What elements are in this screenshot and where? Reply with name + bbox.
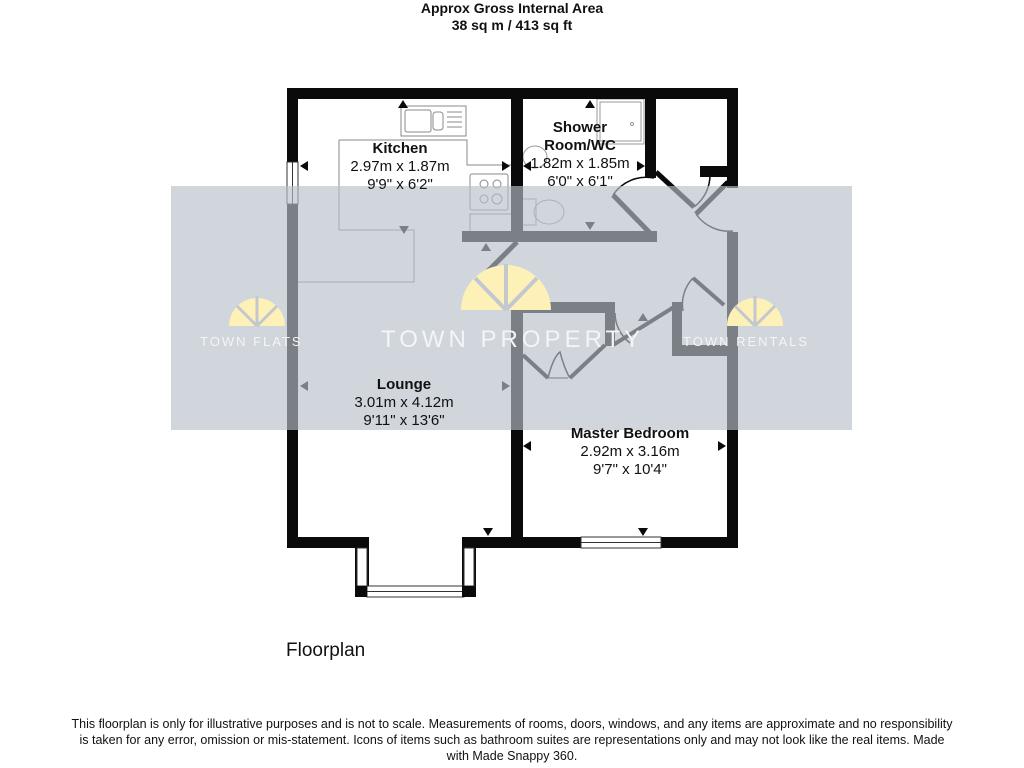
header-title: Approx Gross Internal Area <box>420 0 604 16</box>
area-header: Approx Gross Internal Area 38 sq m / 413… <box>0 0 1024 34</box>
sink-icon <box>400 105 467 137</box>
room-label-kitchen: Kitchen 2.97m x 1.87m 9'9" x 6'2" <box>350 140 450 193</box>
sunrise-logo-icon <box>727 296 783 328</box>
room-label-lounge: Lounge 3.01m x 4.12m 9'11" x 13'6" <box>354 376 454 429</box>
disclaimer-text: This floorplan is only for illustrative … <box>71 717 953 763</box>
shower-tray-icon <box>596 98 645 145</box>
watermark-town-property: TOWN PROPERTY <box>381 326 645 353</box>
header-area: 38 sq m / 413 sq ft <box>451 17 573 33</box>
room-label-master-bedroom: Master Bedroom 2.92m x 3.16m 9'7" x 10'4… <box>570 425 690 478</box>
watermark-town-rentals: TOWN RENTALS <box>683 334 810 349</box>
floorplan-caption: Floorplan <box>286 640 366 661</box>
watermark-banner: TOWN FLATS TOWN PROPERTY TOWN RENTALS <box>171 186 852 430</box>
room-label-shower-room: Shower Room/WC 1.82m x 1.85m 6'0" x 6'1" <box>530 119 630 190</box>
watermark-town-flats: TOWN FLATS <box>200 334 303 349</box>
sunrise-logo-icon <box>461 264 551 312</box>
sunrise-logo-icon <box>229 296 285 328</box>
